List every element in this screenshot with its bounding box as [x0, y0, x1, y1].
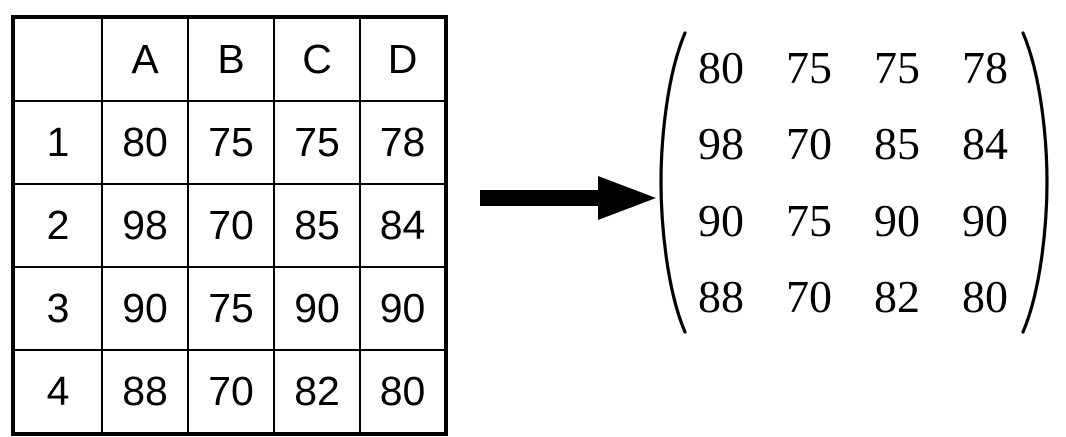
- table-cell-1d: 78: [359, 100, 447, 185]
- table-cell-4d: 80: [359, 349, 447, 435]
- table-row-header-2: 2: [12, 183, 103, 268]
- matrix-row: 88 70 82 80: [677, 259, 1029, 335]
- table-column-header-d: D: [359, 16, 447, 102]
- table-cell-4c: 82: [273, 349, 361, 435]
- table-column-header-c: C: [273, 16, 361, 102]
- table-cell-1c: 75: [273, 100, 361, 185]
- table-corner-cell: [12, 16, 103, 102]
- matrix-row: 98 70 85 84: [677, 106, 1029, 182]
- table-cell-2d: 84: [359, 183, 447, 268]
- matrix-cell-r3c3: 90: [874, 194, 920, 246]
- table-row-header-4: 4: [12, 349, 103, 435]
- matrix-cell-r2c2: 70: [786, 118, 832, 170]
- matrix-cell-r2c3: 85: [874, 118, 920, 170]
- matrix-cell-r1c4: 78: [962, 42, 1008, 94]
- matrix-cell-r1c2: 75: [786, 42, 832, 94]
- table-cell-4a: 88: [101, 349, 189, 435]
- matrix-cell-r1c3: 75: [874, 42, 920, 94]
- table-row: 4 88 70 82 80: [12, 349, 447, 435]
- matrix-grid: 80 75 75 78 98 70 85 84 90 75 90 90 88 7…: [677, 30, 1029, 335]
- matrix-cell-r4c2: 70: [786, 270, 832, 322]
- matrix-cell-r3c1: 90: [698, 194, 744, 246]
- table-row: 3 90 75 90 90: [12, 266, 447, 351]
- matrix-row: 90 75 90 90: [677, 183, 1029, 259]
- table-cell-3c: 90: [273, 266, 361, 351]
- table-row: 2 98 70 85 84: [12, 183, 447, 268]
- matrix-cell-r1c1: 80: [698, 42, 744, 94]
- table-row: 1 80 75 75 78: [12, 100, 447, 185]
- right-arrow-icon: [480, 176, 656, 220]
- matrix-left-paren-icon: [659, 31, 687, 334]
- table-cell-2b: 70: [187, 183, 275, 268]
- data-table: A B C D 1 80 75 75 78 2 98 70 85 84 3 90…: [11, 15, 448, 436]
- matrix-right-paren-icon: [1021, 31, 1049, 334]
- table-cell-3d: 90: [359, 266, 447, 351]
- table-cell-3a: 90: [101, 266, 189, 351]
- table-column-header-a: A: [101, 16, 189, 102]
- matrix-cell-r4c4: 80: [962, 270, 1008, 322]
- matrix-cell-r3c4: 90: [962, 194, 1008, 246]
- matrix-cell-r2c1: 98: [698, 118, 744, 170]
- matrix-row: 80 75 75 78: [677, 30, 1029, 106]
- matrix: 80 75 75 78 98 70 85 84 90 75 90 90 88 7…: [655, 30, 1053, 335]
- table-cell-1a: 80: [101, 100, 189, 185]
- table-cell-2a: 98: [101, 183, 189, 268]
- matrix-cell-r2c4: 84: [962, 118, 1008, 170]
- table-cell-1b: 75: [187, 100, 275, 185]
- table-column-header-b: B: [187, 16, 275, 102]
- matrix-cell-r4c1: 88: [698, 270, 744, 322]
- table-row-header-1: 1: [12, 100, 103, 185]
- table-cell-3b: 75: [187, 266, 275, 351]
- table-header-row: A B C D: [12, 16, 447, 102]
- table-cell-4b: 70: [187, 349, 275, 435]
- table-cell-2c: 85: [273, 183, 361, 268]
- matrix-cell-r3c2: 75: [786, 194, 832, 246]
- table-row-header-3: 3: [12, 266, 103, 351]
- matrix-cell-r4c3: 82: [874, 270, 920, 322]
